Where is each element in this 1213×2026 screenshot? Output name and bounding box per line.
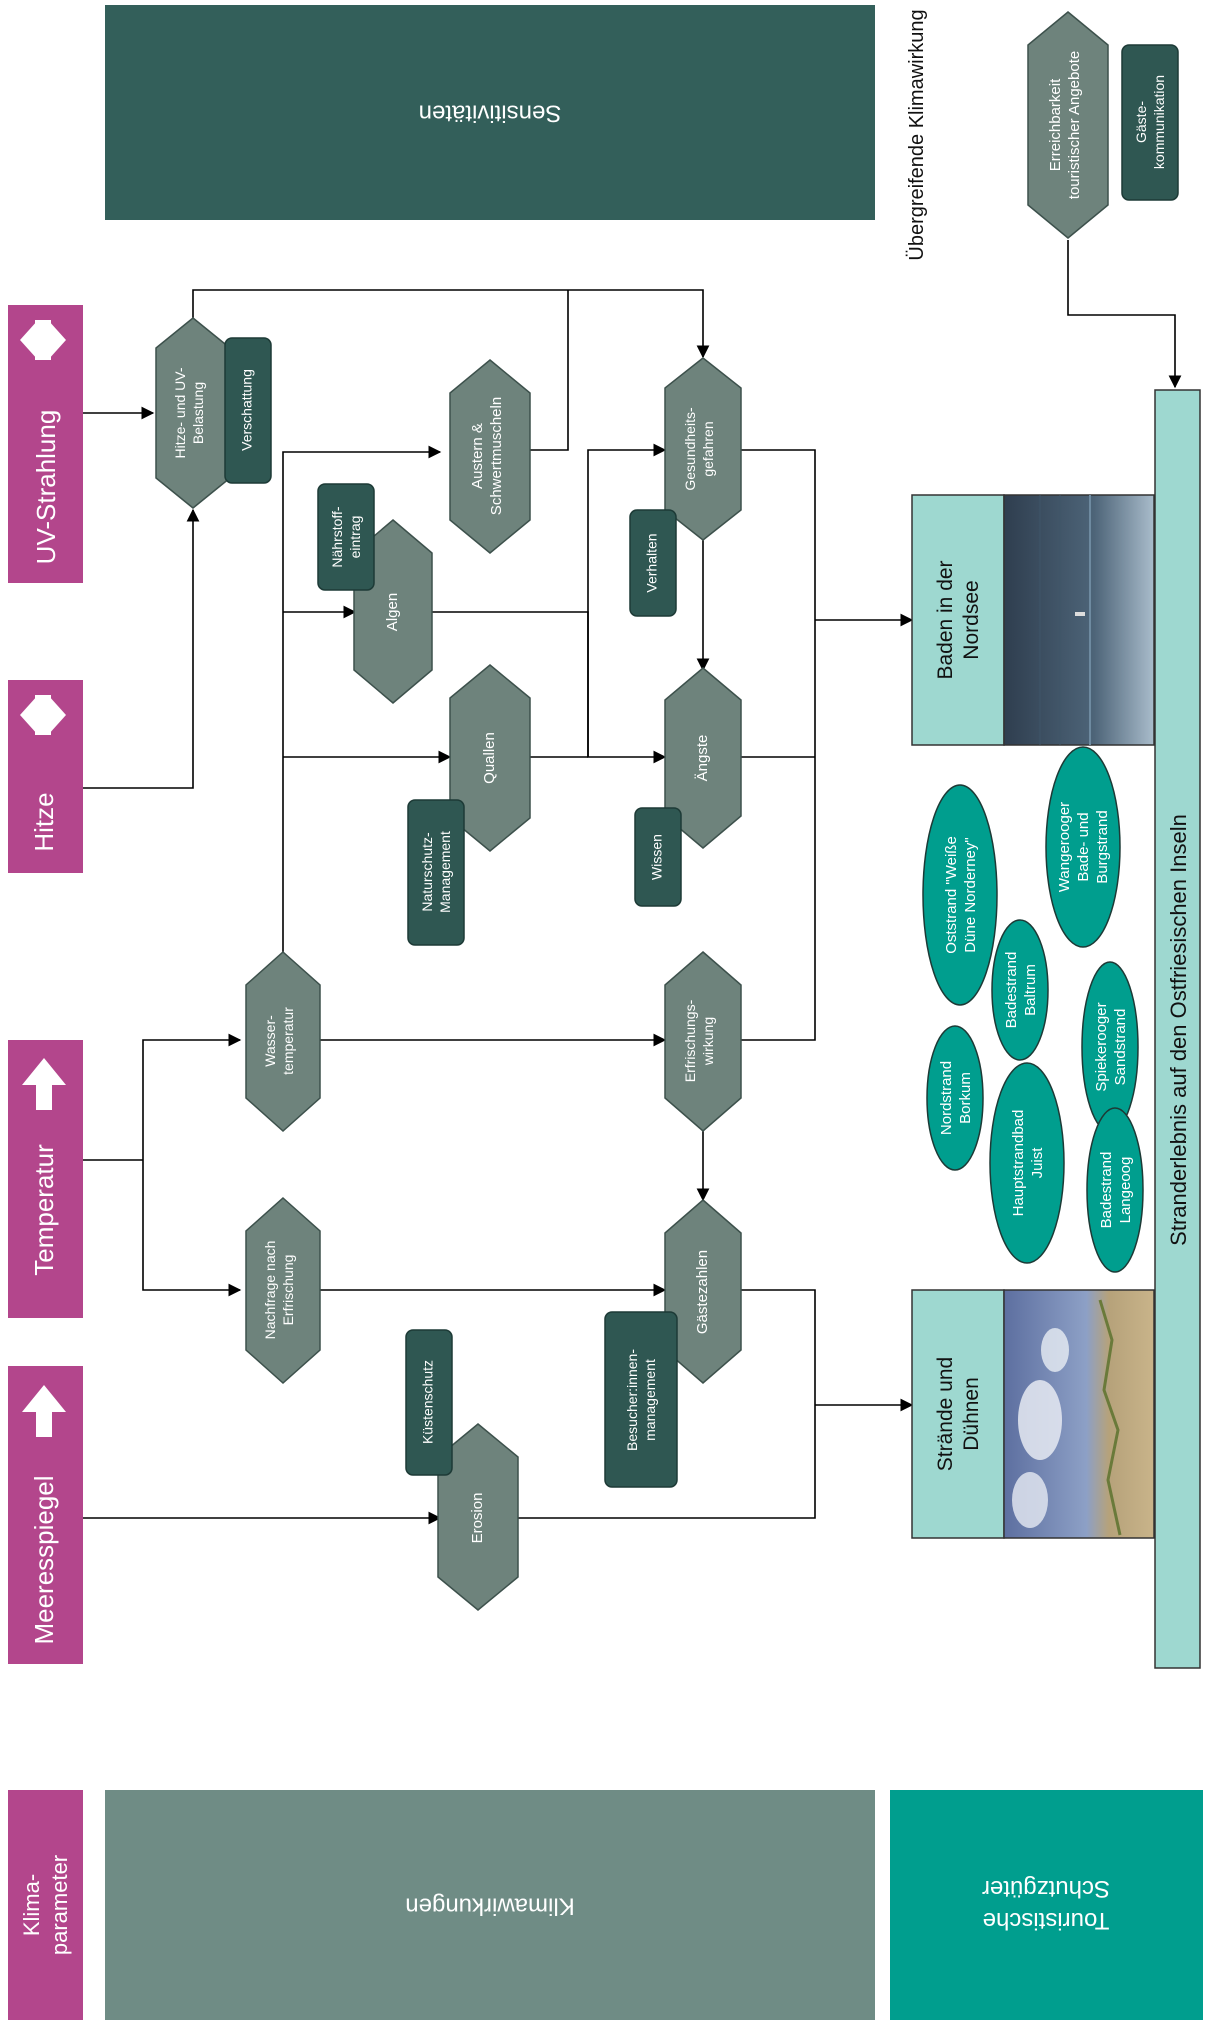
hex-heat-uv: Hitze- und UV-Belastung (155, 317, 231, 509)
sensitivities-header: Sensitivitäten (105, 5, 875, 220)
sensitivities-label: Sensitivitäten (419, 100, 562, 127)
hex-jellyfish: Quallen (449, 664, 531, 852)
split-arrow-icon (20, 320, 66, 360)
svg-text:TouristischeSchutzgüter: TouristischeSchutzgüter (982, 1875, 1110, 1934)
split-arrow-icon (20, 695, 66, 735)
sens-nutrients: Nährstoff-eintrag (317, 483, 375, 591)
svg-text:Temperatur: Temperatur (29, 1144, 59, 1276)
svg-text:Austern &Schwertmuscheln: Austern &Schwertmuscheln (469, 397, 505, 515)
svg-text:UV-Strahlung: UV-Strahlung (31, 410, 61, 565)
sea-photo (1003, 494, 1155, 746)
up-arrow-icon (22, 1385, 66, 1437)
hex-water-temp: Wasser-temperatur (245, 950, 321, 1133)
sens-nature-mgmt: Naturschutz-Management (407, 799, 465, 946)
param-sea-level: Meeresspiegel (8, 1366, 83, 1664)
svg-text:Gästezahlen: Gästezahlen (694, 1250, 711, 1334)
svg-text:Erosion: Erosion (469, 1493, 486, 1544)
sens-knowledge: Wissen (634, 807, 682, 907)
svg-text:Stranderlebnis auf den Ostfrie: Stranderlebnis auf den Ostfriesischen In… (1166, 814, 1191, 1246)
sens-behaviour: Verhalten (629, 509, 677, 617)
svg-text:Verschattung: Verschattung (239, 369, 255, 451)
svg-text:Hitze: Hitze (29, 792, 59, 851)
dune-photo (1003, 1289, 1155, 1539)
svg-text:Quallen: Quallen (481, 732, 498, 784)
svg-text:Klimawirkungen: Klimawirkungen (405, 1893, 574, 1920)
hex-guests: Gästezahlen (664, 1199, 742, 1384)
svg-text:Meeresspiegel: Meeresspiegel (29, 1475, 59, 1644)
svg-text:Gäste-kommunikation: Gäste-kommunikation (1133, 75, 1167, 169)
legend-climate-parameter: Klima-parameter (8, 1790, 83, 2020)
sens-guest-comm: Gäste-kommunikation (1121, 44, 1179, 201)
svg-text:Naturschutz-Management: Naturschutz-Management (419, 831, 453, 913)
hex-oysters: Austern &Schwertmuscheln (449, 359, 531, 554)
overarching-label: Übergreifende Klimawirkung (906, 9, 928, 260)
hex-refresh: Erfrischungs-wirkung (664, 951, 742, 1132)
svg-text:Erfrischungs-wirkung: Erfrischungs-wirkung (682, 999, 716, 1082)
svg-text:Algen: Algen (384, 593, 401, 631)
param-temperature: Temperatur (8, 1040, 83, 1318)
sens-visitor-mgmt: Besucher:innen-management (604, 1311, 678, 1488)
svg-text:Ängste: Ängste (694, 735, 711, 782)
svg-text:Wasser-temperatur: Wasser-temperatur (262, 1007, 296, 1075)
legend-climate-impacts: Klimawirkungen (105, 1790, 875, 2020)
svg-text:Gesundheits-gefahren: Gesundheits-gefahren (682, 407, 716, 491)
param-heat: Hitze (8, 680, 83, 873)
svg-text:Küstenschutz: Küstenschutz (420, 1360, 436, 1444)
up-arrow-icon (22, 1058, 66, 1110)
param-uv: UV-Strahlung (8, 305, 83, 583)
svg-text:Hitze- und UV-Belastung: Hitze- und UV-Belastung (172, 367, 206, 458)
svg-text:Verhalten: Verhalten (644, 533, 660, 592)
svg-text:Nährstoff-eintrag: Nährstoff-eintrag (329, 506, 363, 568)
asset-main: Stranderlebnis auf den Ostfriesischen In… (1154, 389, 1201, 1669)
svg-text:Wissen: Wissen (649, 834, 665, 880)
svg-text:Klima-parameter: Klima-parameter (19, 1855, 72, 1955)
legend-tourist-assets: TouristischeSchutzgüter (890, 1790, 1203, 2020)
hex-fears: Ängste (664, 667, 742, 849)
sens-shading: Verschattung (224, 337, 272, 484)
svg-text:Besucher:innen-management: Besucher:innen-management (624, 1349, 658, 1451)
sens-coastal: Küstenschutz (405, 1329, 453, 1476)
connectors (83, 240, 1182, 1525)
hex-health: Gesundheits-gefahren (664, 357, 742, 541)
